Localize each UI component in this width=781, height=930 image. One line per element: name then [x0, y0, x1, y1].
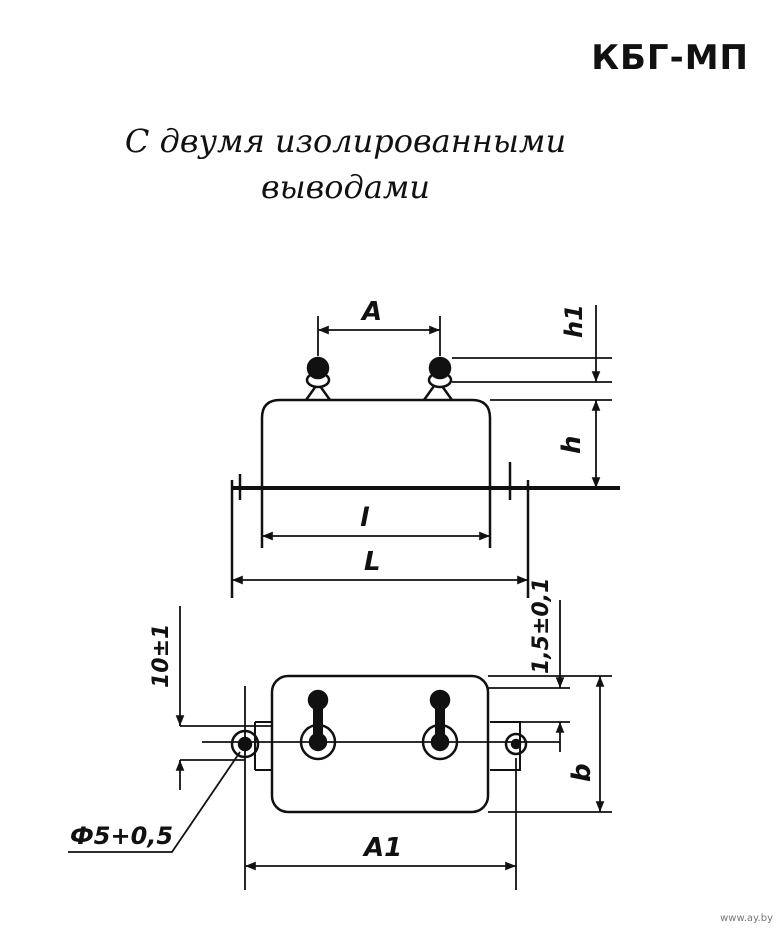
label-A1: A1 [362, 833, 402, 863]
terminal-right-side [422, 356, 454, 401]
model-title: КБГ-МП [591, 38, 749, 78]
label-l: l [360, 503, 370, 533]
watermark: www.ay.by [720, 913, 773, 924]
label-h: h [557, 435, 587, 454]
mounting-hole-right [504, 732, 528, 756]
caption-line-2: выводами [260, 168, 431, 206]
label-10: 10±1 [149, 624, 174, 688]
label-1-5: 1,5±0,1 [529, 578, 554, 674]
hole-leader [68, 751, 241, 853]
label-b: b [567, 763, 597, 782]
terminal-left-top [299, 689, 337, 761]
terminal-right-top [421, 689, 459, 761]
label-h1: h1 [560, 304, 588, 338]
capacitor-body-top [270, 674, 490, 814]
label-hole: Ф5+0,5 [70, 822, 173, 850]
caption: С двумя изолированными выводами [0, 118, 781, 210]
label-A: A [360, 297, 382, 327]
caption-line-1: С двумя изолированными [124, 122, 567, 160]
terminal-left-side [304, 356, 332, 401]
label-L: L [364, 547, 381, 577]
capacitor-body-side [260, 398, 492, 480]
